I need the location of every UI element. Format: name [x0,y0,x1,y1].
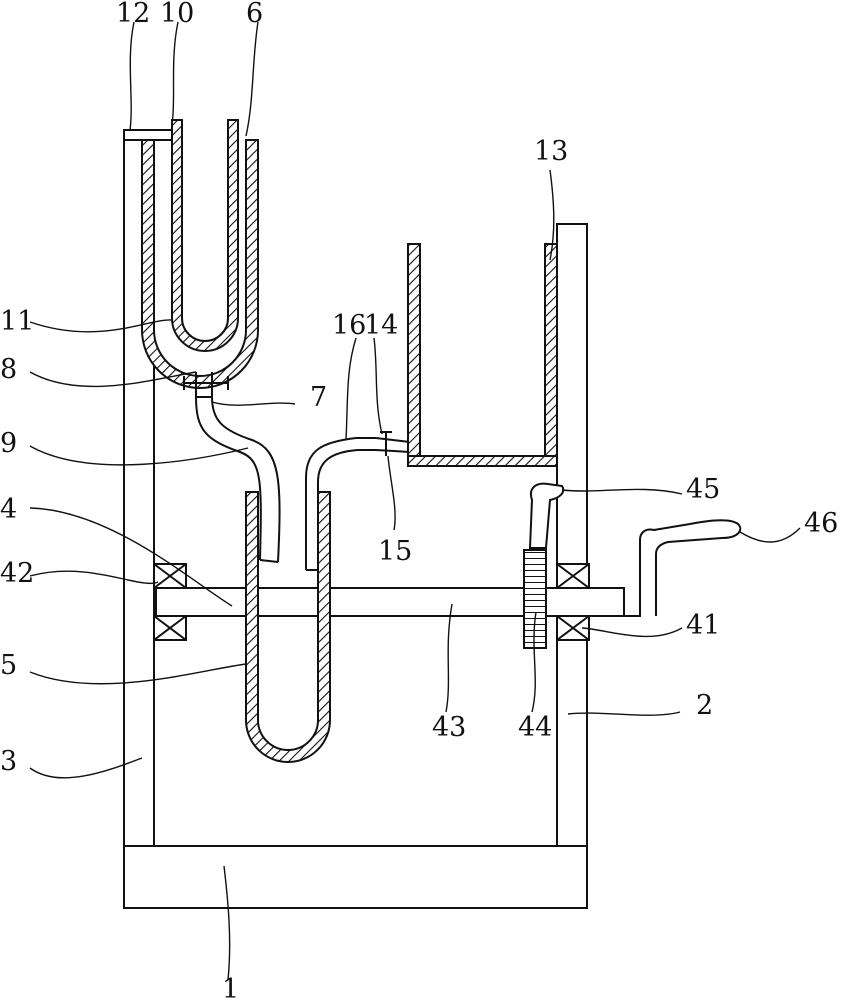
label-5: 5 [0,650,17,681]
right-upright [556,223,588,847]
label-44: 44 [518,712,552,743]
label-7: 7 [310,382,327,413]
outer-cup [141,139,259,389]
label-16: 16 [332,310,366,341]
leader-lines [29,21,801,981]
label-8: 8 [0,354,17,385]
label-13: 13 [534,136,568,167]
label-2: 2 [696,690,713,721]
label-4: 4 [0,494,17,525]
label-9: 9 [0,428,17,459]
label-42: 42 [0,558,34,589]
bearing-right [556,563,590,641]
label-46: 46 [804,508,838,539]
label-10: 10 [160,0,194,29]
hose-right [305,431,411,571]
drain-valve [183,372,229,398]
lever [528,482,565,549]
label-3: 3 [0,746,17,777]
label-43: 43 [432,712,466,743]
inner-tube [171,119,239,352]
top-bracket [123,129,173,141]
label-15: 15 [378,536,412,567]
base-plate [123,845,588,909]
tank [407,243,558,467]
bearing-left [153,563,187,641]
label-11: 11 [0,306,34,337]
label-1: 1 [222,974,239,1000]
label-14: 14 [364,310,398,341]
label-45: 45 [686,474,720,505]
gear [523,549,547,649]
crank-handle [623,519,742,617]
hose-left [195,396,281,563]
label-41: 41 [686,610,720,641]
container-tube [245,491,331,763]
label-6: 6 [246,0,263,29]
label-12: 12 [116,0,150,29]
